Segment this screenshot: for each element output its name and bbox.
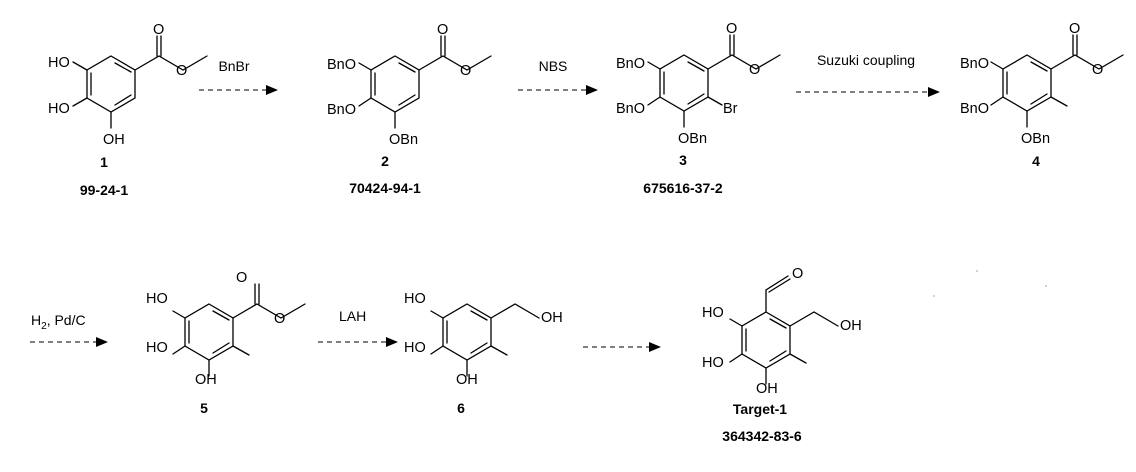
target-1-hydroxymethyl-label: OH — [840, 318, 862, 334]
reagent-2-label: NBS — [539, 58, 568, 74]
compound-6-hydroxymethyl-label: OH — [541, 310, 563, 326]
compound-3-r1-label: BnO — [616, 56, 645, 72]
compound-4-r3-label: OBn — [1021, 131, 1050, 147]
compound-1-r3-label: OH — [103, 132, 125, 148]
reaction-arrow-2 — [518, 85, 598, 95]
compound-1-carbonyl-o: O — [153, 22, 164, 38]
compound-2-cas: 70424-94-1 — [349, 180, 421, 196]
compound-2-number: 2 — [381, 153, 389, 169]
compound-1-r1-label: HO — [48, 55, 70, 71]
compound-4-structure: BnO BnO OBn O O — [960, 21, 1124, 147]
target-1-r3-label: OH — [756, 381, 778, 397]
compound-4-ester-o: O — [1092, 62, 1103, 78]
compound-6-r2-label: HO — [404, 340, 426, 356]
compound-1-number: 1 — [100, 154, 108, 170]
compound-5-r1-label: HO — [146, 291, 168, 307]
compound-3-carbonyl-o: O — [726, 21, 737, 37]
target-1-cas: 364342-83-6 — [722, 428, 802, 444]
target-1-r1-label: HO — [702, 305, 724, 321]
compound-3-r2-label: BnO — [616, 101, 645, 117]
compound-5-number: 5 — [200, 400, 208, 416]
reaction-arrow-4 — [30, 337, 108, 347]
compound-3-bromo-label: Br — [723, 101, 738, 117]
target-1-structure: O HO HO OH OH — [702, 266, 862, 397]
compound-1-cas: 99-24-1 — [80, 182, 128, 198]
reagent-4-label: H2, Pd/C — [31, 312, 86, 332]
target-1-r2-label: HO — [702, 355, 724, 371]
compound-1-r2-label: HO — [48, 101, 70, 117]
compound-3-structure: BnO BnO OBn Br O O — [616, 21, 781, 147]
reaction-arrow-5 — [318, 337, 398, 347]
compound-2-structure: BnO BnO OBn O O — [327, 22, 492, 148]
compound-5-structure: HO HO OH O O — [146, 270, 306, 388]
reagent-5-label: LAH — [339, 308, 366, 324]
compound-2-r2-label: BnO — [327, 102, 356, 118]
compound-5-r2-label: HO — [146, 340, 168, 356]
compound-2-r1-label: BnO — [327, 57, 356, 73]
compound-1-structure: HO HO OH O O — [48, 22, 208, 148]
compound-3-cas: 675616-37-2 — [643, 180, 723, 196]
compound-4-r1-label: BnO — [960, 56, 989, 72]
compound-1-ester-o: O — [176, 63, 187, 79]
compound-5-ester-o: O — [274, 311, 285, 327]
compound-4-carbonyl-o: O — [1069, 21, 1080, 37]
compound-4-number: 4 — [1032, 153, 1040, 169]
compound-2-carbonyl-o: O — [437, 22, 448, 38]
target-1-aldehyde-o: O — [792, 266, 803, 282]
compound-6-structure: HO HO OH OH — [404, 291, 563, 388]
compound-5-carbonyl-o: O — [236, 270, 247, 286]
compound-6-r3-label: OH — [456, 372, 478, 388]
decorative-specks — [933, 270, 1047, 297]
compound-3-number: 3 — [679, 152, 687, 168]
reagent-1-label: BnBr — [218, 58, 249, 74]
reagent-3-label: Suzuki coupling — [817, 52, 915, 68]
target-1-name: Target-1 — [733, 401, 787, 417]
compound-5-r3-label: OH — [195, 372, 217, 388]
reaction-arrow-1 — [199, 85, 278, 95]
compound-2-r3-label: OBn — [389, 132, 418, 148]
compound-4-r2-label: BnO — [960, 101, 989, 117]
compound-3-r3-label: OBn — [678, 131, 707, 147]
reaction-arrow-6 — [583, 342, 661, 352]
compound-6-r1-label: HO — [404, 291, 426, 307]
compound-6-number: 6 — [457, 400, 465, 416]
compound-2-ester-o: O — [460, 63, 471, 79]
compound-3-ester-o: O — [749, 62, 760, 78]
reaction-arrow-3 — [796, 87, 940, 97]
